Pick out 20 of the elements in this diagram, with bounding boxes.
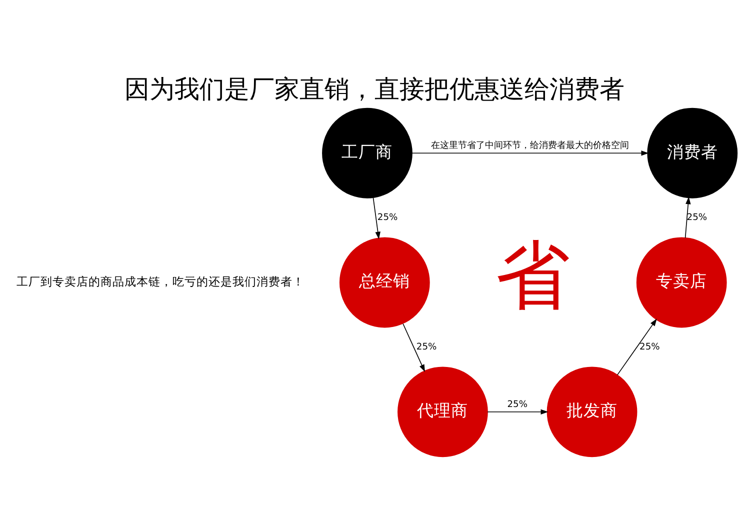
edge-label: 在这里节省了中间环节，给消费者最大的价格空间 — [430, 140, 629, 151]
arrow — [412, 150, 649, 156]
label: 工厂到专卖店的商品成本链，吃亏的还是我们消费者！ — [16, 274, 305, 289]
node-circle: 批发商 — [546, 366, 638, 458]
edge-label: 25% — [507, 400, 528, 410]
arrow — [684, 196, 691, 238]
arrow — [372, 197, 380, 240]
node-circle: 工厂商 — [322, 108, 412, 198]
edge-label: 25% — [416, 342, 437, 353]
arrow — [487, 409, 548, 414]
arrow — [616, 318, 657, 376]
edge-label: 25% — [377, 213, 398, 224]
label: 省 — [496, 232, 571, 320]
node-circle: 消费者 — [647, 108, 738, 198]
node-circle: 代理商 — [398, 366, 488, 458]
edge-label: 25% — [640, 342, 660, 353]
edge-label: 25% — [686, 213, 708, 224]
diagram-title: 因为我们是厂家直销，直接把优惠送给消费者 — [124, 74, 624, 104]
arrow — [402, 323, 425, 372]
node-circle: 总经销 — [339, 237, 430, 328]
